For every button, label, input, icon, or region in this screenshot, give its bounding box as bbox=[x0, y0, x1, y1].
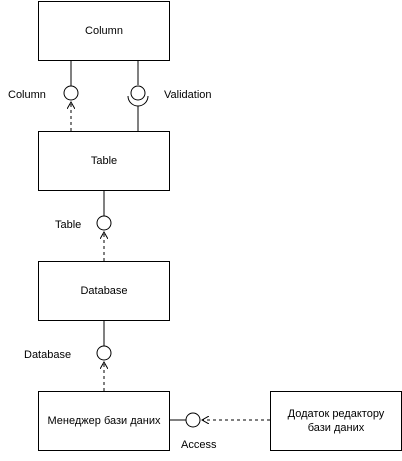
validation-interface-label: Validation bbox=[164, 89, 212, 101]
column-interface-label: Column bbox=[8, 89, 46, 101]
db-manager-component-label: Менеджер бази даних bbox=[47, 415, 161, 427]
editor-app-component-label: Додаток редактору бази даних bbox=[287, 408, 385, 434]
database-component[interactable]: Database bbox=[38, 261, 170, 321]
database-interface-ball bbox=[96, 345, 112, 361]
database-interface-label: Database bbox=[24, 349, 72, 361]
table-interface-ball bbox=[96, 215, 112, 231]
access-interface-ball bbox=[185, 412, 201, 428]
table-interface-label: Table bbox=[55, 219, 82, 231]
editor-app-component[interactable]: Додаток редактору бази даних bbox=[270, 391, 402, 451]
column-interface-ball bbox=[63, 85, 79, 101]
database-component-label: Database bbox=[80, 285, 128, 297]
access-interface-label: Access bbox=[181, 439, 217, 451]
table-component[interactable]: Table bbox=[38, 131, 170, 191]
column-component-label: Column bbox=[85, 25, 123, 37]
table-component-label: Table bbox=[90, 155, 118, 167]
db-manager-component[interactable]: Менеджер бази даних bbox=[38, 391, 170, 451]
validation-ball bbox=[130, 85, 146, 101]
column-component[interactable]: Column bbox=[38, 1, 170, 61]
